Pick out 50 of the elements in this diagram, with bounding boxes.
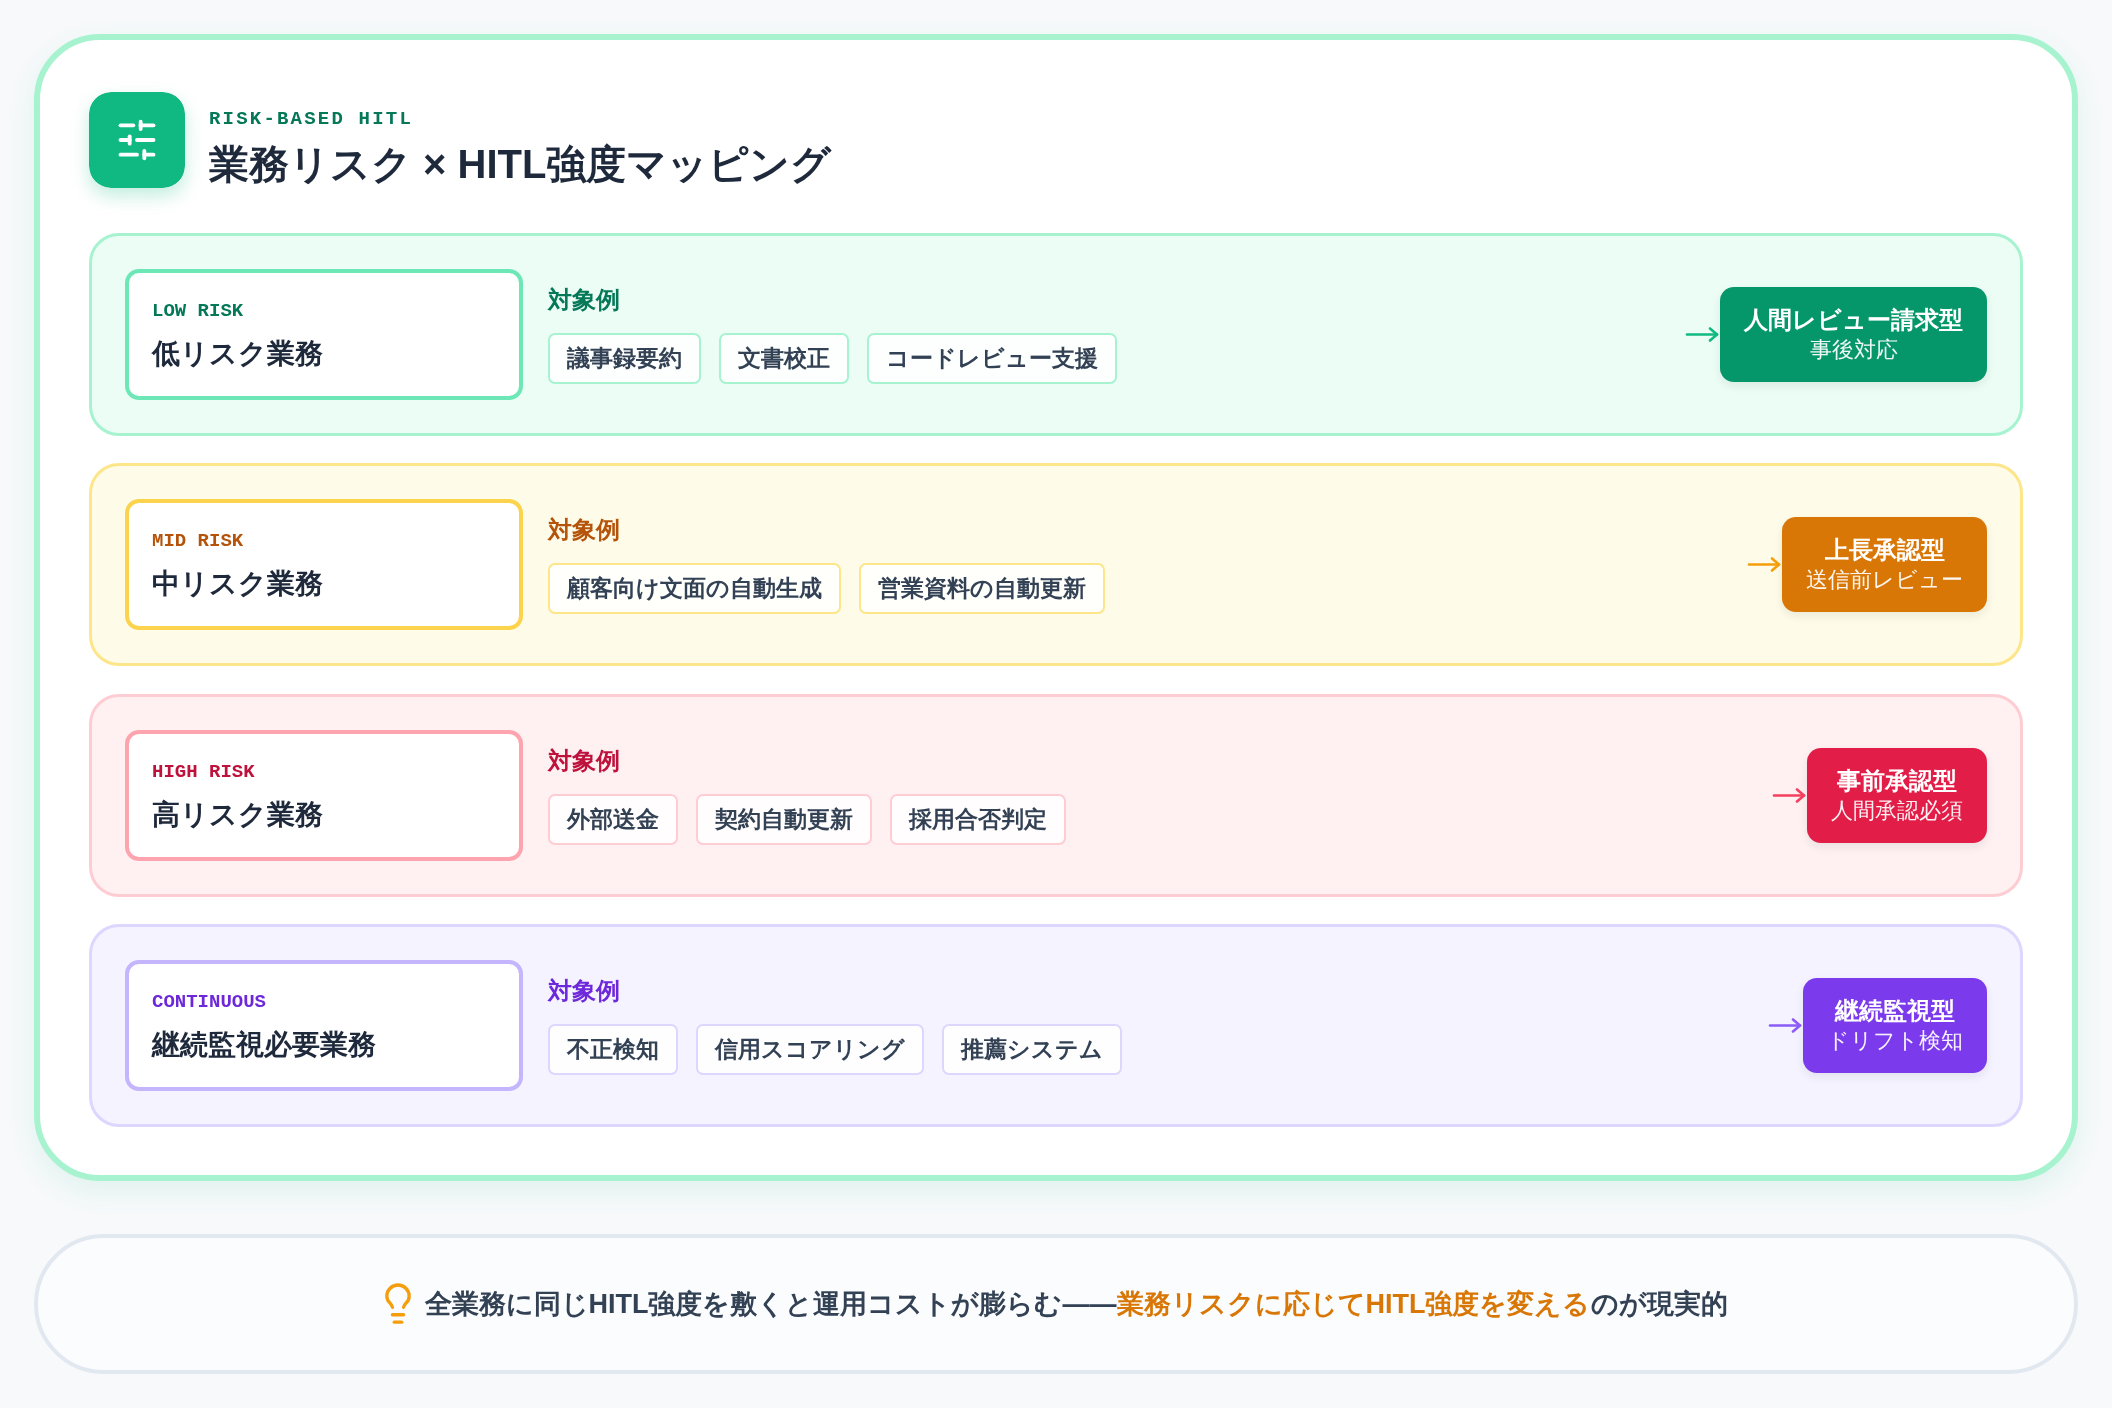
example-tag: 外部送金 [548,794,678,845]
hitl-mode-box [1720,287,1987,382]
mode-subtitle: 事後対応 [1809,336,1898,364]
arrow [1685,327,1719,342]
examples-heading: 対象例 [548,285,620,315]
arrow [1768,1018,1802,1033]
mode-title: 継続監視型 [1835,996,1955,1026]
risk-level-title: 高リスク業務 [152,798,323,832]
risk-level-box [125,269,523,400]
examples-heading: 対象例 [548,515,620,545]
hitl-mode-box [1807,748,1987,843]
risk-level-box [125,730,523,861]
example-tag: 顧客向け文面の自動生成 [548,563,841,614]
example-tag: 不正検知 [548,1024,678,1075]
example-tag: 推薦システム [942,1024,1122,1075]
example-tag: 採用合否判定 [890,794,1066,845]
example-tag: コードレビュー支援 [867,333,1117,384]
risk-band [89,463,2023,666]
hitl-mode-box [1803,978,1987,1073]
risk-band [89,924,2023,1127]
mode-title: 事前承認型 [1837,766,1957,796]
mode-title: 人間レビュー請求型 [1744,305,1963,335]
risk-level-title: 継続監視必要業務 [152,1028,376,1062]
risk-band [89,694,2023,897]
mode-subtitle: 送信前レビュー [1806,566,1963,594]
examples-heading: 対象例 [548,976,620,1006]
mode-subtitle: ドリフト検知 [1827,1027,1963,1055]
examples-heading: 対象例 [548,746,620,776]
hitl-mode-box [1782,517,1987,612]
example-tag: 議事録要約 [548,333,701,384]
arrow [1747,557,1781,572]
example-tag: 文書校正 [719,333,849,384]
risk-level-tag: MID RISK [152,528,244,554]
risk-band [89,233,2023,436]
risk-level-tag: CONTINUOUS [152,989,267,1015]
mode-subtitle: 人間承認必須 [1831,797,1963,825]
eyebrow-label: RISK-BASED HITL [209,107,414,131]
risk-level-box [125,499,523,630]
example-tag: 営業資料の自動更新 [859,563,1105,614]
risk-level-title: 低リスク業務 [152,337,323,371]
example-tag: 信用スコアリング [696,1024,924,1075]
risk-level-tag: LOW RISK [152,298,244,324]
diagram-title: 業務リスク × HITL強度マッピング [209,141,832,188]
risk-level-title: 中リスク業務 [152,567,323,601]
risk-level-tag: HIGH RISK [152,759,255,785]
example-tag: 契約自動更新 [696,794,872,845]
mode-title: 上長承認型 [1824,535,1945,565]
note-text: 全業務に同じHITL強度を敷くと運用コストが膨らむ——業務リスクに応じてHITL強度を変えるのが現実的 [424,1288,1728,1321]
risk-level-box [125,960,523,1091]
arrow [1772,788,1806,803]
